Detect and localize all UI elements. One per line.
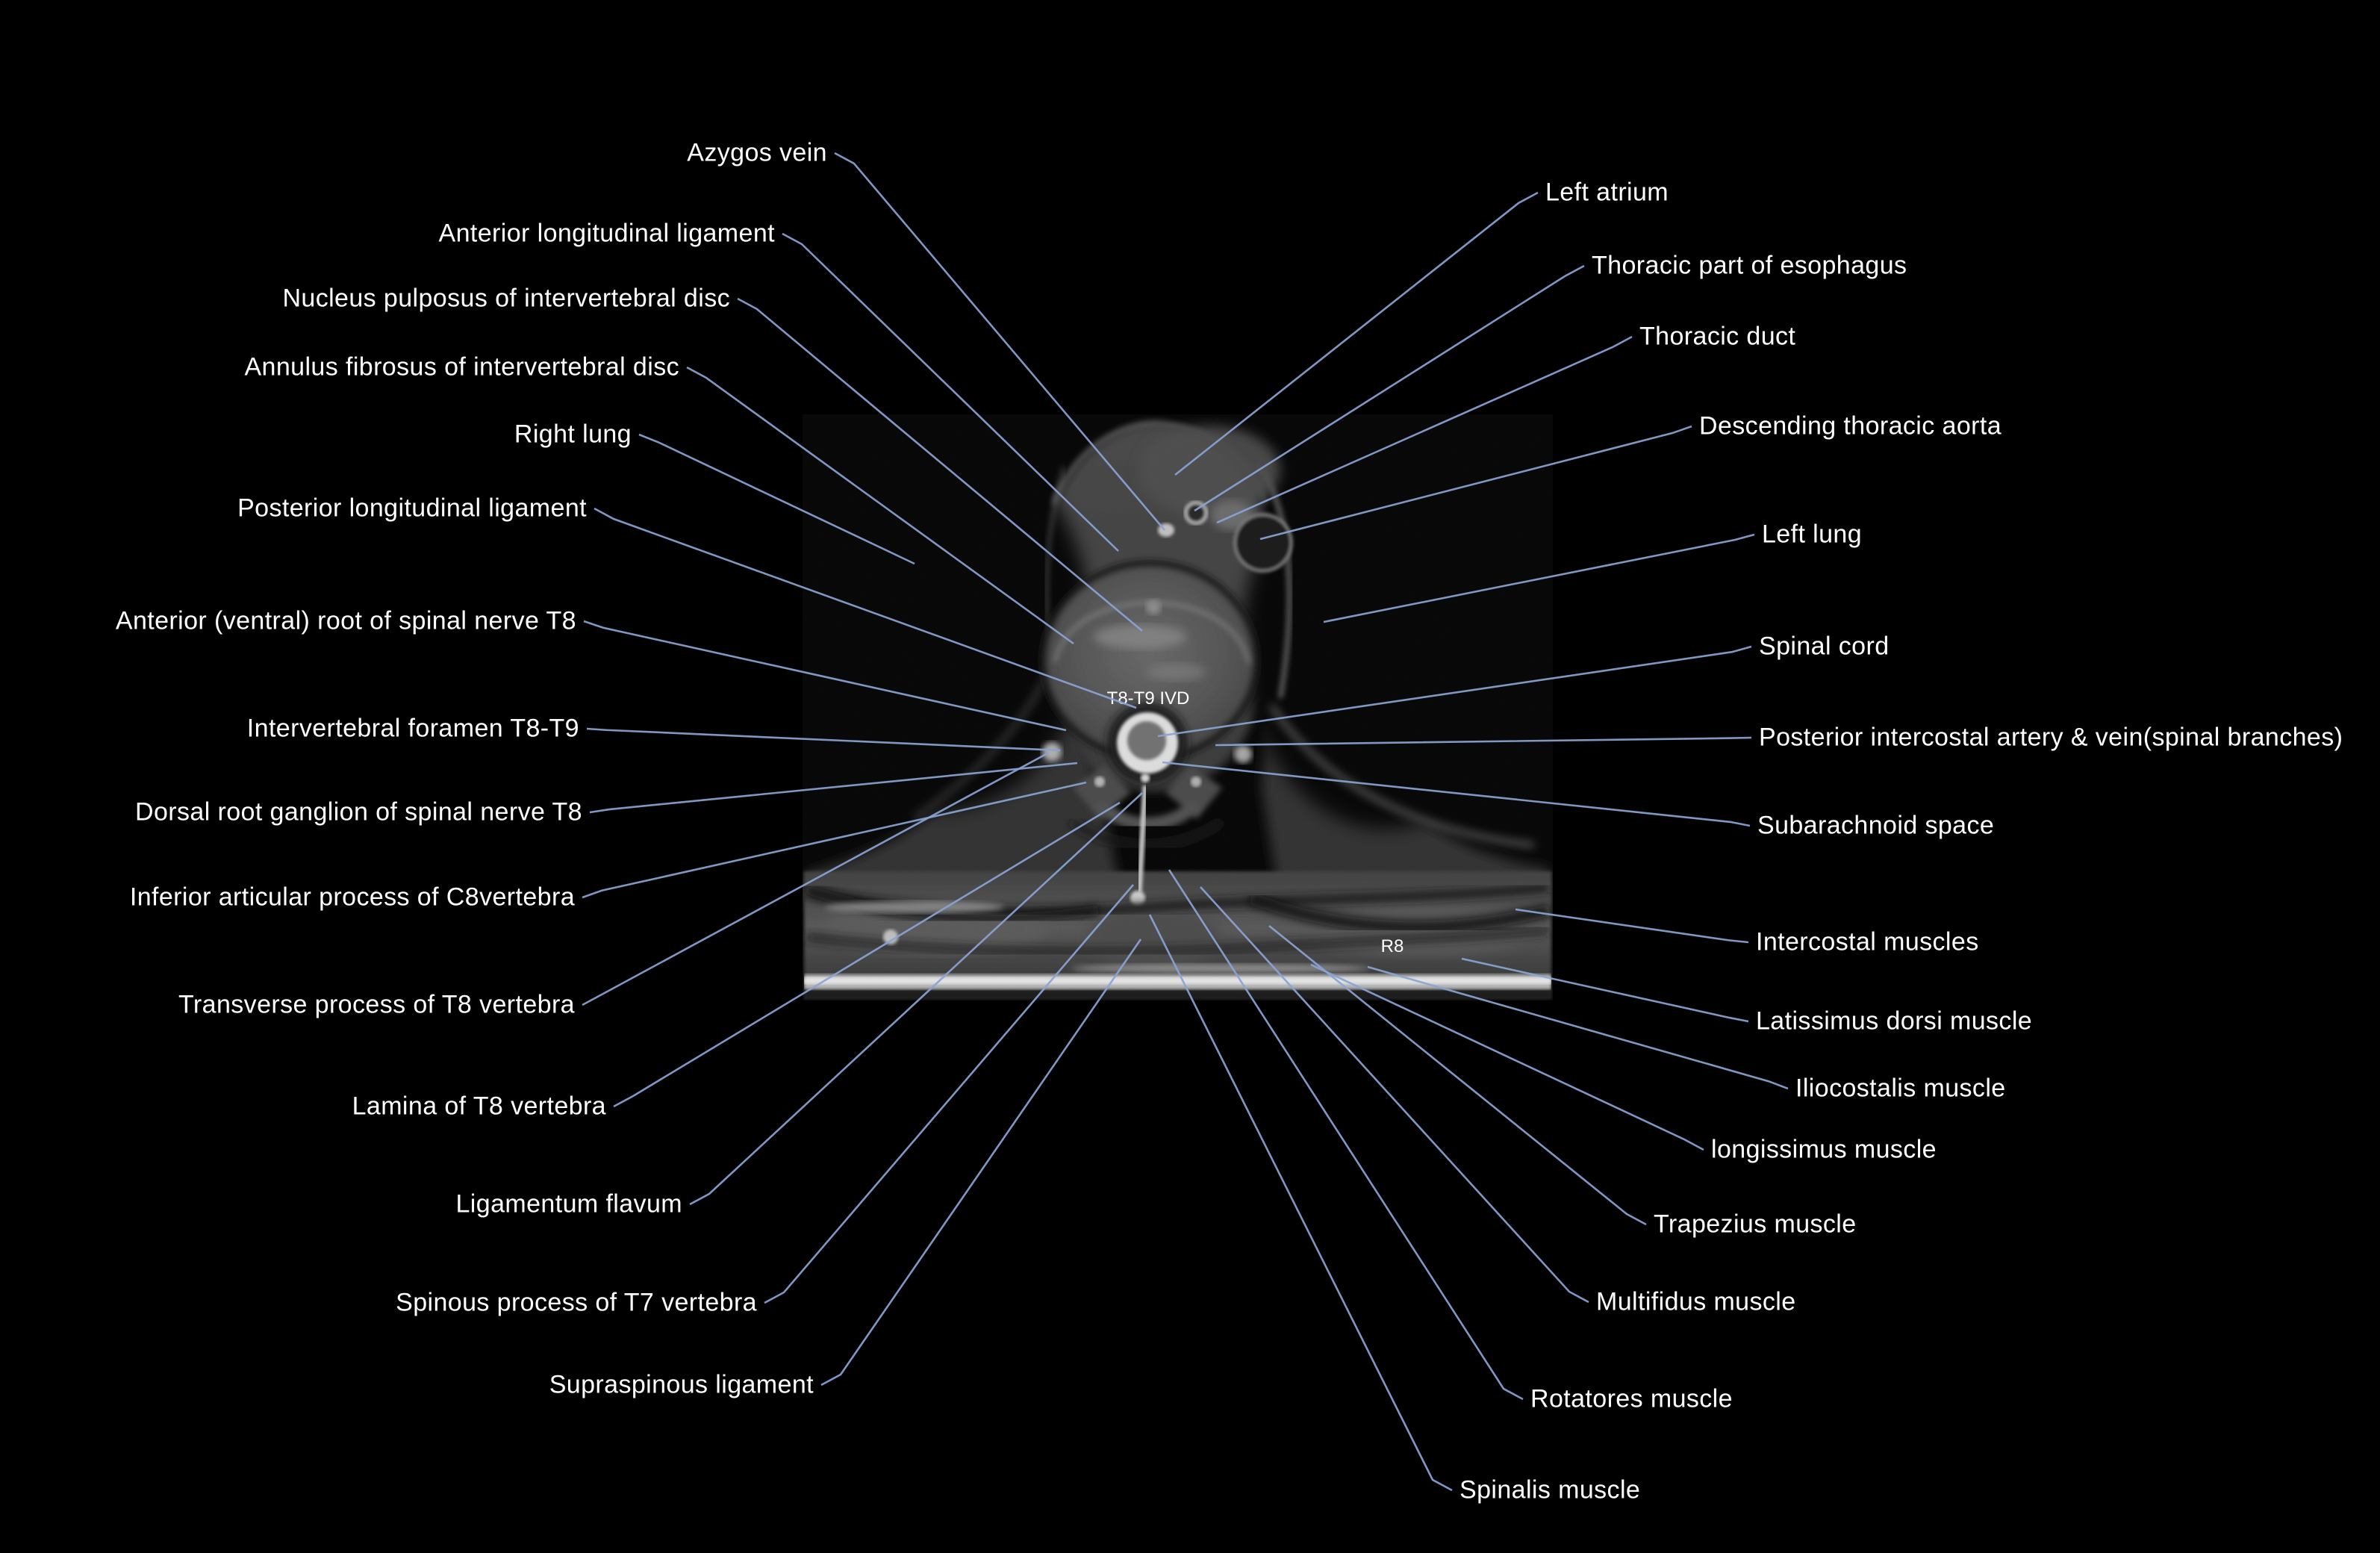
annotation-label: Thoracic part of esophagus — [1592, 251, 1907, 280]
annotation-label: Intervertebral foramen T8-T9 — [246, 714, 579, 743]
annotation-label: Latissimus dorsi muscle — [1756, 1006, 2033, 1036]
annotation-label: Intercostal muscles — [1756, 927, 1979, 956]
annotation-label: Annulus fibrosus of intervertebral disc — [244, 352, 679, 382]
annotation-label: Subarachnoid space — [1757, 811, 1995, 840]
rib-label: R8 — [1381, 936, 1404, 956]
leader-line — [1148, 914, 1453, 1492]
annotation-label: Posterior longitudinal ligament — [237, 494, 587, 523]
disc-level-label: T8-T9 IVD — [1107, 688, 1190, 709]
annotation-label: Supraspinous ligament — [549, 1370, 814, 1399]
annotation-label: Right lung — [514, 420, 632, 449]
annotation-label: Anterior (ventral) root of spinal nerve … — [115, 606, 576, 635]
annotation-label: Transverse process of T8 vertebra — [178, 990, 575, 1019]
leader-line — [820, 939, 1142, 1387]
annotation-label: longissimus muscle — [1711, 1135, 1937, 1164]
annotation-label: Spinalis muscle — [1460, 1475, 1641, 1504]
annotation-label: Rotatores muscle — [1530, 1384, 1733, 1413]
annotation-label: Spinous process of T7 vertebra — [396, 1288, 757, 1317]
annotation-label: Lamina of T8 vertebra — [352, 1092, 606, 1121]
annotation-label: Iliocostalis muscle — [1795, 1074, 2006, 1103]
annotation-label: Left atrium — [1545, 178, 1669, 207]
annotation-label: Trapezius muscle — [1654, 1210, 1857, 1239]
annotation-label: Thoracic duct — [1639, 322, 1796, 351]
annotation-label: Left lung — [1762, 520, 1863, 549]
annotation-label: Dorsal root ganglion of spinal nerve T8 — [135, 797, 582, 827]
annotation-label: Azygos vein — [687, 138, 827, 167]
annotation-label: Multifidus muscle — [1596, 1287, 1796, 1316]
annotation-label: Anterior longitudinal ligament — [438, 219, 775, 248]
annotation-label: Spinal cord — [1759, 632, 1890, 661]
annotation-label: Inferior articular process of C8vertebra — [129, 883, 575, 912]
annotation-label: Posterior intercostal artery & vein(spin… — [1759, 723, 2343, 752]
annotation-label: Nucleus pulposus of intervertebral disc — [282, 284, 730, 313]
mri-axial-image: T8-T9 IVD R8 — [803, 414, 1553, 1000]
annotation-label: Ligamentum flavum — [455, 1189, 682, 1219]
annotation-label: Descending thoracic aorta — [1699, 411, 2002, 441]
